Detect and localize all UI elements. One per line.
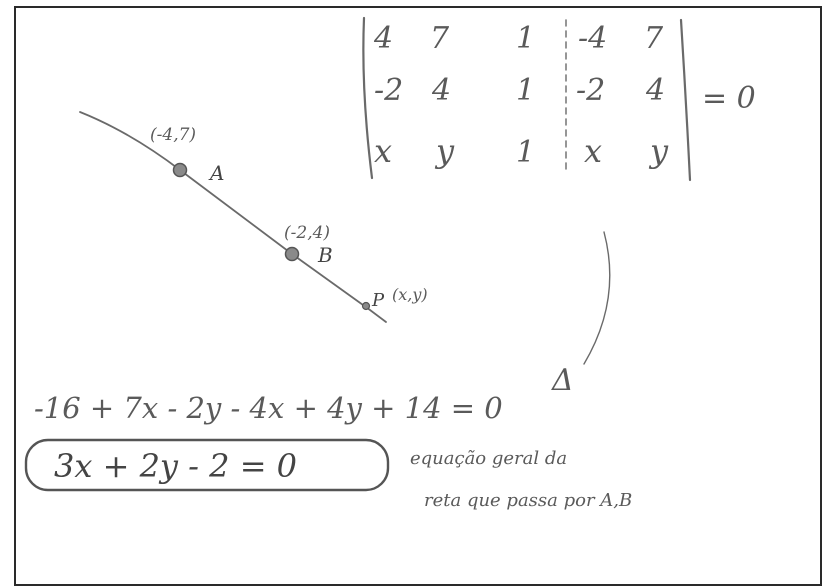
matrix-cell: x bbox=[374, 132, 392, 170]
arrow-head-icon: Δ bbox=[551, 363, 574, 398]
point-b-marker bbox=[284, 246, 300, 262]
handwritten-sketch: 4 7 1 -4 7 -2 4 1 -2 4 x y 1 x y = 0 (-4… bbox=[24, 16, 756, 511]
point-b-label: B bbox=[317, 243, 333, 267]
matrix-cell: y bbox=[434, 132, 455, 170]
matrix-cell: 1 bbox=[516, 135, 535, 170]
point-b-coord: (-2,4) bbox=[284, 223, 330, 243]
down-arrow-curve bbox=[583, 231, 611, 365]
point-a-coord: (-4,7) bbox=[150, 125, 196, 145]
matrix-cell: x bbox=[584, 132, 602, 170]
point-p-coord: (x,y) bbox=[392, 285, 428, 304]
point-p-label: P bbox=[371, 290, 385, 311]
matrix-cell: 1 bbox=[516, 21, 535, 56]
matrix-cell: 7 bbox=[430, 21, 450, 56]
notebook-page: 4 7 1 -4 7 -2 4 1 -2 4 x y 1 x y = 0 (-4… bbox=[14, 6, 822, 586]
matrix-left-bar bbox=[362, 16, 374, 180]
matrix-cell: 4 bbox=[645, 73, 665, 108]
point-a-label: A bbox=[208, 161, 224, 185]
matrix-right-bar bbox=[679, 18, 692, 182]
line-through-points bbox=[79, 111, 387, 323]
note-line-2: reta que passa por A,B bbox=[424, 490, 632, 511]
general-equation: 3x + 2y - 2 = 0 bbox=[54, 447, 297, 485]
result-box bbox=[24, 438, 390, 492]
matrix-cell: -2 bbox=[374, 73, 403, 108]
determinant-equals: = 0 bbox=[702, 81, 756, 116]
expansion-step: -16 + 7x - 2y - 4x + 4y + 14 = 0 bbox=[34, 391, 503, 425]
matrix-cell: y bbox=[648, 132, 669, 170]
matrix-cell: -2 bbox=[576, 73, 605, 108]
note-line-1: equação geral da bbox=[410, 448, 567, 469]
matrix-cell: 7 bbox=[644, 21, 664, 56]
point-p-marker bbox=[361, 301, 371, 311]
matrix-cell: 4 bbox=[431, 73, 451, 108]
matrix-cell: 4 bbox=[373, 21, 393, 56]
matrix-cell: -4 bbox=[578, 21, 607, 56]
point-a-marker bbox=[172, 162, 188, 178]
matrix-cell: 1 bbox=[516, 73, 535, 108]
